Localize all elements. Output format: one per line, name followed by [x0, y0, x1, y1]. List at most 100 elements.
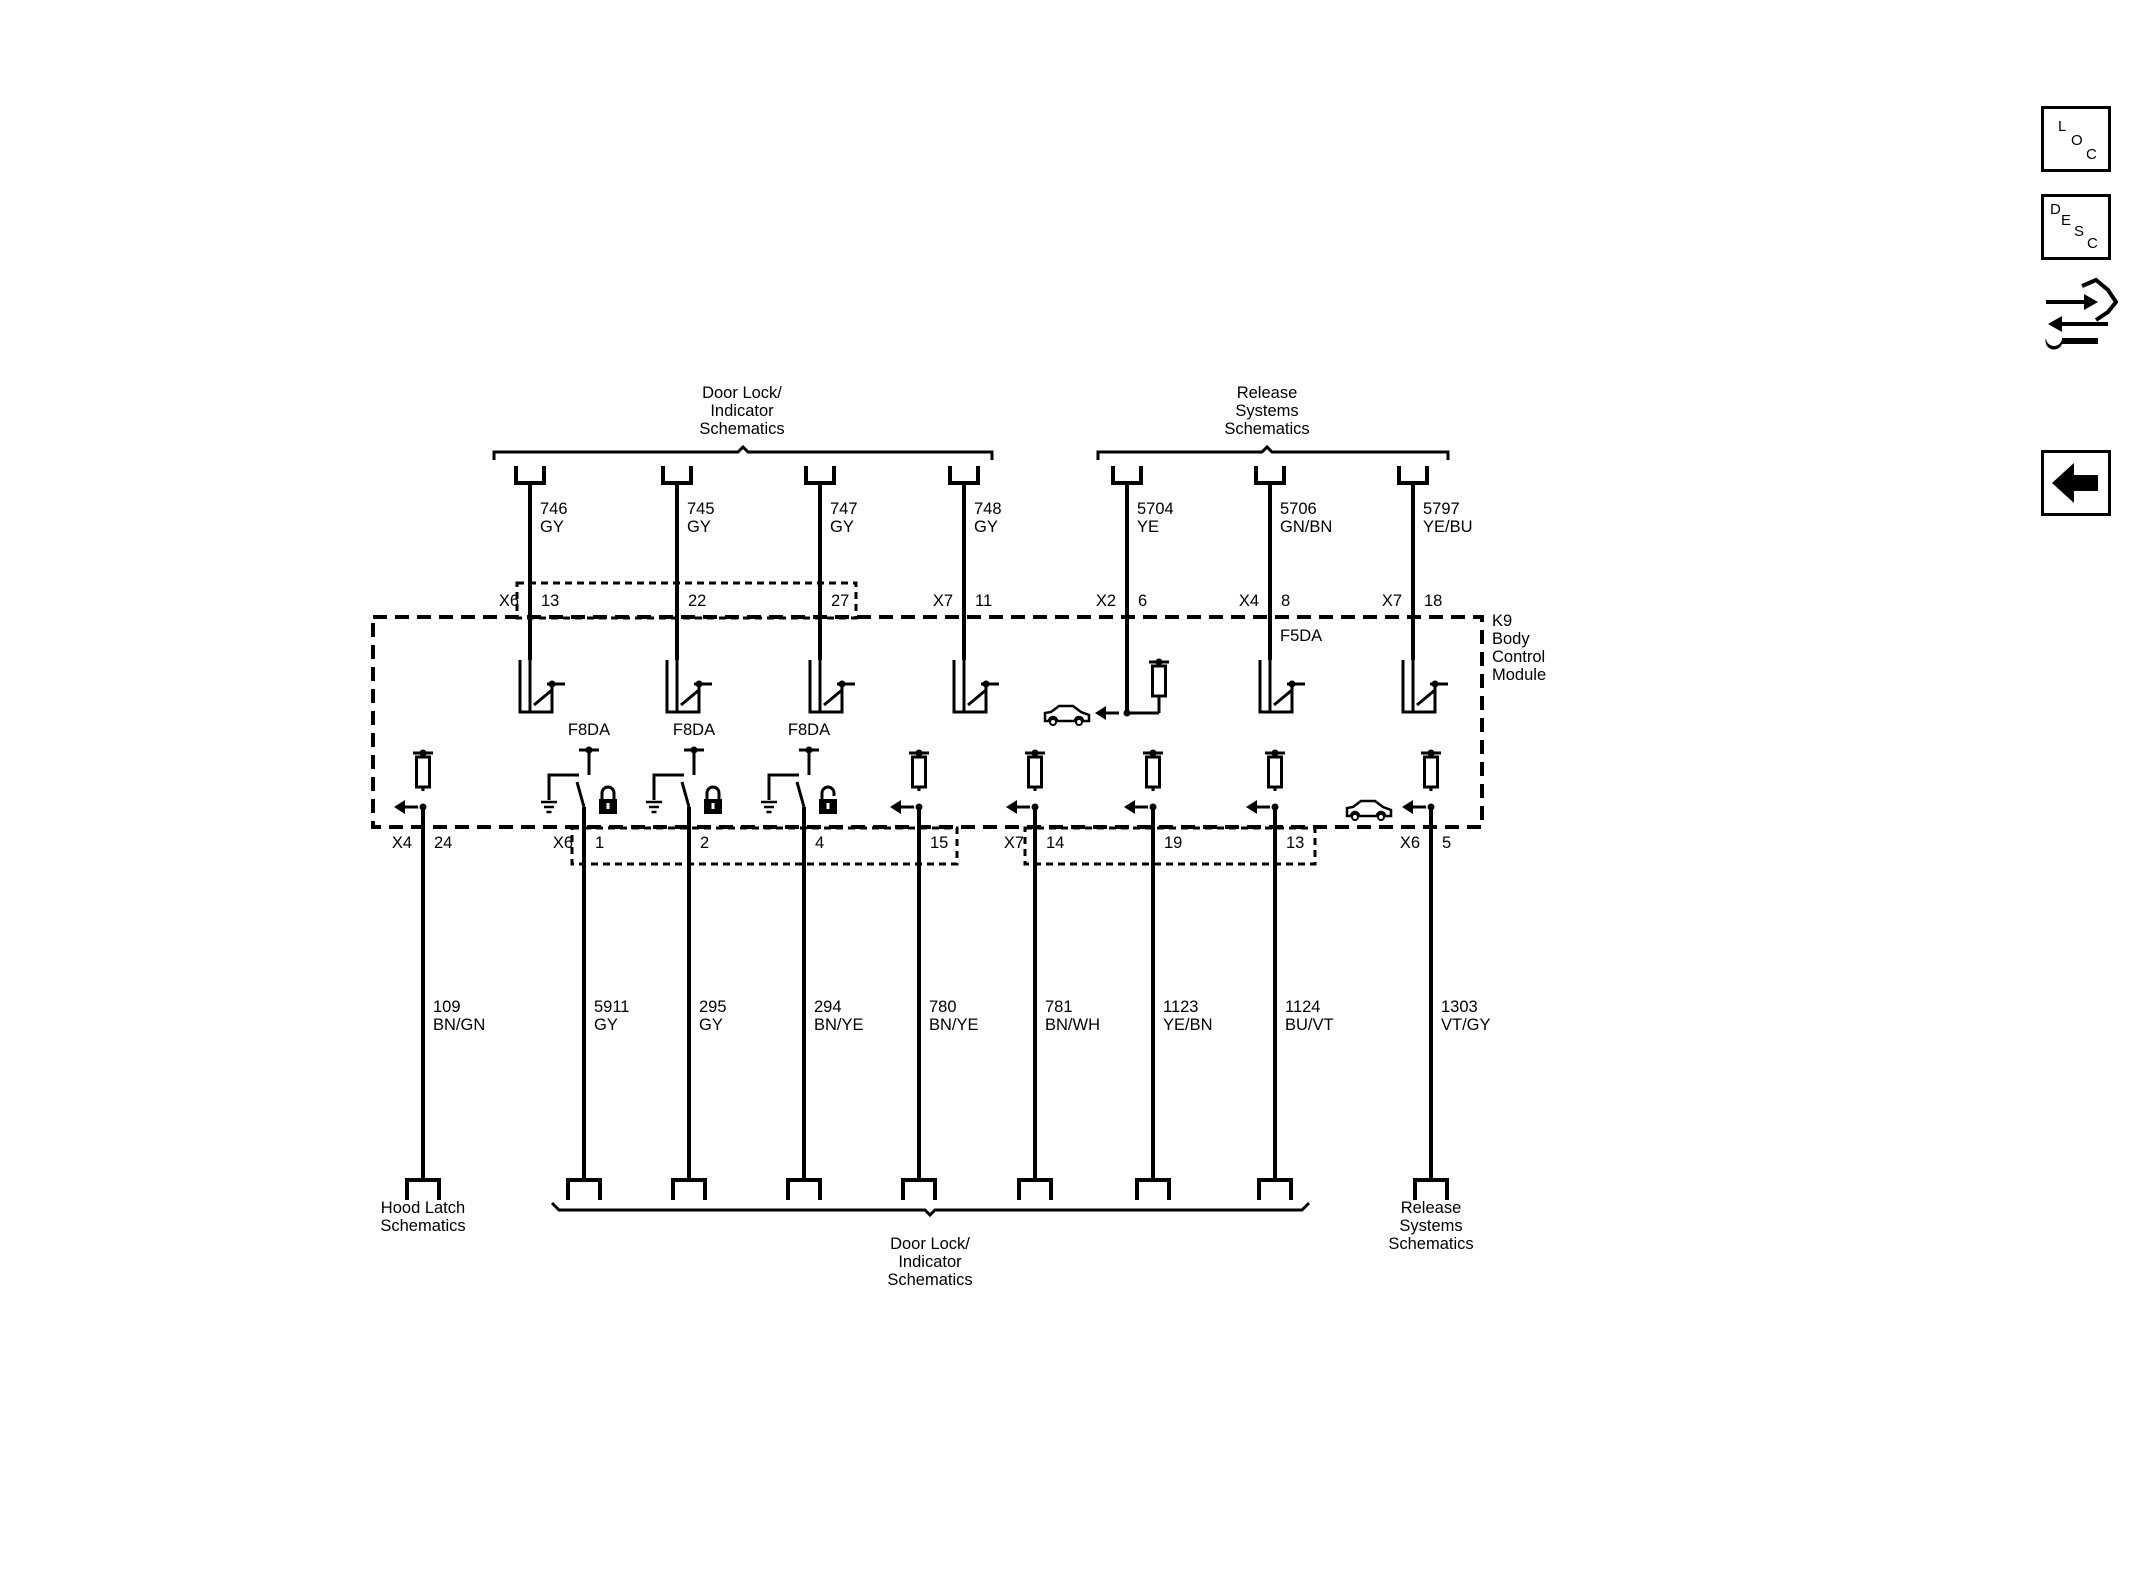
wire-color: GY: [974, 518, 998, 536]
bottom-brace-door-lock: [550, 1201, 1311, 1218]
wire-color: GY: [594, 1016, 618, 1034]
pin-number: 18: [1424, 592, 1442, 610]
circuit-number: 295: [699, 998, 727, 1016]
signal-arrow-icon: [1093, 704, 1121, 722]
connector-id: X6: [1400, 834, 1420, 852]
pin-number: 8: [1281, 592, 1290, 610]
unlock-icon: [817, 785, 839, 816]
bottom-connector-terminal: [1135, 1178, 1171, 1202]
switch-symbol: [952, 658, 1001, 714]
bottom-connector-terminal: [901, 1178, 937, 1202]
wire-color: GY: [699, 1016, 723, 1034]
circuit-number: 746: [540, 500, 568, 518]
top-connector-terminal: [661, 464, 693, 485]
bottom-connector-terminal: [1257, 1178, 1293, 1202]
connector-id: X7: [1382, 592, 1402, 610]
fuse-symbol: [1141, 748, 1165, 793]
connector-id: X6: [553, 834, 573, 852]
lock-icon: [597, 785, 619, 816]
ground-icon: [644, 800, 664, 814]
bottom-connector-terminal: [671, 1178, 707, 1202]
pin-number: 19: [1164, 834, 1182, 852]
fuse-label: F5DA: [1280, 627, 1322, 645]
wire-color: VT/GY: [1441, 1016, 1491, 1034]
pin-number: 11: [975, 592, 992, 610]
fuse-label: F8DA: [673, 721, 715, 739]
vehicle-icon: [1345, 799, 1393, 822]
top-brace-release: [1096, 444, 1450, 460]
pin-number: 13: [1286, 834, 1304, 852]
connector-wrench-icon[interactable]: [2038, 276, 2119, 352]
circuit-number: 5706: [1280, 500, 1317, 518]
wire-color: BN/WH: [1045, 1016, 1100, 1034]
circuit-number: 1303: [1441, 998, 1478, 1016]
pin-number: 15: [930, 834, 948, 852]
top-wires: 746GY13X6745GY22747GY27748GY11X75704YE6X…: [499, 464, 1473, 727]
connector-id: X4: [392, 834, 412, 852]
fuse-symbol: [1023, 748, 1047, 793]
circuit-number: 5704: [1137, 500, 1174, 518]
signal-arrow-icon: [888, 798, 916, 816]
bottom-connector-group-x6: [570, 826, 959, 866]
lock-icon: [702, 785, 724, 816]
wire-color: GN/BN: [1280, 518, 1332, 536]
circuit-number: 109: [433, 998, 461, 1016]
top-connector-terminal: [1111, 464, 1143, 485]
top-connector-terminal: [1397, 464, 1429, 485]
fuse-label: F8DA: [788, 721, 830, 739]
fuse-symbol: [1263, 748, 1287, 793]
circuit-number: 5911: [594, 998, 629, 1016]
switch-symbol: [808, 658, 857, 714]
ground-icon: [539, 800, 559, 814]
connector-id: X2: [1096, 592, 1116, 610]
pin-number: 1: [595, 834, 604, 852]
signal-arrow-icon: [1004, 798, 1032, 816]
circuit-number: 781: [1045, 998, 1073, 1016]
wire-color: YE: [1137, 518, 1159, 536]
connector-id: X7: [933, 592, 953, 610]
wire-color: GY: [687, 518, 711, 536]
bottom-connector-terminal: [1017, 1178, 1053, 1202]
desc-letter-d: D: [2050, 201, 2061, 218]
bottom-connector-terminal: [786, 1178, 822, 1202]
circuit-number: 1124: [1285, 998, 1320, 1016]
back-arrow-icon: [2052, 463, 2098, 503]
loc-letter-o: O: [2071, 132, 2083, 149]
wire-color: YE/BN: [1163, 1016, 1213, 1034]
back-button[interactable]: [2041, 450, 2111, 516]
loc-letter-c: C: [2086, 146, 2097, 163]
bottom-connector-terminal: [566, 1178, 602, 1202]
connector-id: X7: [1004, 834, 1024, 852]
pin-number: 14: [1046, 834, 1064, 852]
bottom-connector-terminal: [405, 1178, 441, 1202]
circuit-number: 1123: [1163, 998, 1198, 1016]
loc-button[interactable]: L O C: [2041, 106, 2111, 172]
signal-arrow-icon: [1122, 798, 1150, 816]
ground-icon: [759, 800, 779, 814]
wire-color: BN/GN: [433, 1016, 485, 1034]
desc-button[interactable]: D E S C: [2041, 194, 2111, 260]
fuse-label: F8DA: [568, 721, 610, 739]
pin-number: 5: [1442, 834, 1451, 852]
